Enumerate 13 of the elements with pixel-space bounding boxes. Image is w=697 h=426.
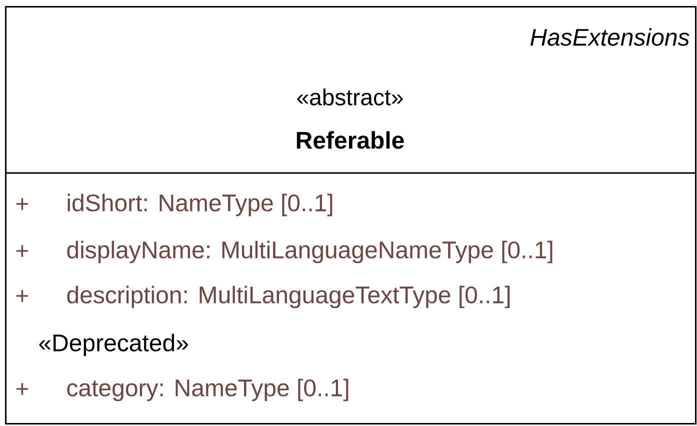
visibility-marker: + xyxy=(16,383,28,395)
attribute-text: description: MultiLanguageTextType [0..1] xyxy=(67,286,510,308)
class-box xyxy=(5,6,696,424)
attribute-text: idShort: NameType [0..1] xyxy=(68,194,332,216)
stereotype-label: HasExtensions xyxy=(530,28,690,46)
attribute-text: category: NameType [0..1] xyxy=(67,378,348,402)
stereotype-label: «abstract» xyxy=(297,88,403,106)
class-name: Referable xyxy=(296,131,404,149)
visibility-marker: + xyxy=(16,290,28,302)
section-label: «Deprecated» xyxy=(39,334,188,356)
attribute-text: displayName: MultiLanguageNameType [0..1] xyxy=(67,240,552,264)
visibility-marker: + xyxy=(16,198,28,210)
visibility-marker: + xyxy=(16,245,28,257)
